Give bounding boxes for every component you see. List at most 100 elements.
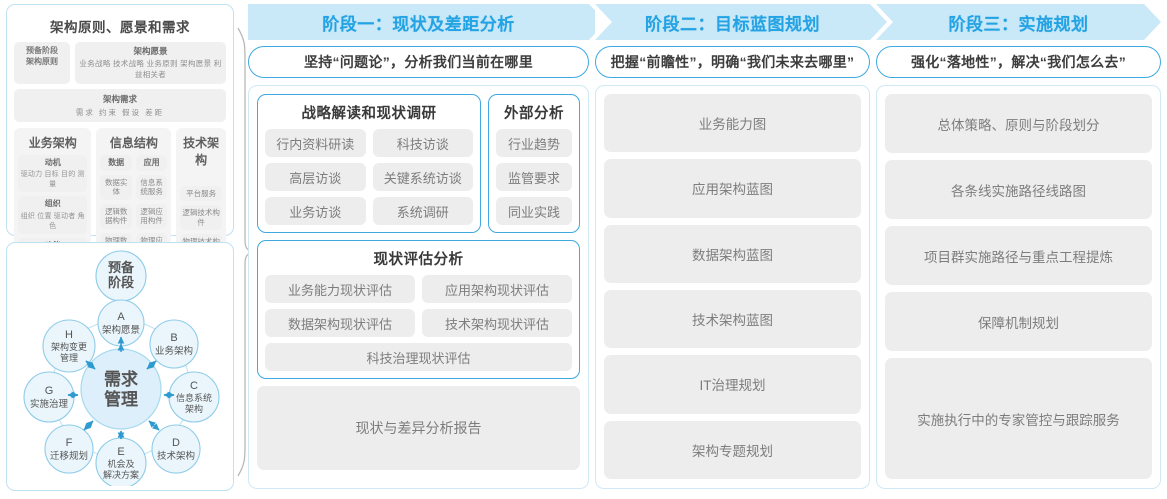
chip-system-survey[interactable]: 系统调研 <box>372 197 473 225</box>
adm-node-H-label2: 管理 <box>60 352 78 363</box>
adm-node-C-key: C <box>190 380 198 392</box>
phase-2-header: 阶段二：目标蓝图规划 <box>595 4 887 40</box>
strategy-research-group[interactable]: 战略解读和现状调研 行内资料研读 科技访谈 高层访谈 关键系统访谈 业务访谈 系 <box>257 94 481 233</box>
adm-node-A-key: A <box>117 311 125 323</box>
adm-node-A-label: 架构愿景 <box>102 324 140 336</box>
adm-node-B-key: B <box>170 332 177 344</box>
adm-node-E-label2: 解决方案 <box>103 469 139 480</box>
phase-3-column: 阶段三：实施规划 强化“落地性”，解决“我们怎么去” 总体策略、原则与阶段划分 … <box>876 4 1161 489</box>
adm-center-line1: 需求 <box>104 369 138 389</box>
organization-box: 组织 组织 位置 驱动者 角色 <box>18 196 88 234</box>
chip-executive-interview[interactable]: 高层访谈 <box>265 163 366 191</box>
phase-3-header-label: 阶段三：实施规划 <box>948 14 1089 34</box>
phase-2-column: 阶段二：目标蓝图规划 把握“前瞻性”，明确“我们未来去哪里” 业务能力图 应用架… <box>595 4 887 489</box>
phase-2-body: 业务能力图 应用架构蓝图 数据架构蓝图 技术架构蓝图 IT治理规划 架构专题规划 <box>595 85 870 489</box>
chip-internal-document-review[interactable]: 行内资料研读 <box>265 129 366 157</box>
current-state-assessment-group[interactable]: 现状评估分析 业务能力现状评估 应用架构现状评估 数据架构现状评估 技术架构现状… <box>257 240 580 379</box>
chip-overall-strategy-principles-phasing[interactable]: 总体策略、原则与阶段划分 <box>885 94 1152 154</box>
architecture-requirements-items: 需求 约束 假设 差距 <box>75 108 165 118</box>
chip-application-architecture-assessment[interactable]: 应用架构现状评估 <box>422 275 572 303</box>
motivation-detail: 驱动力 目标 目的 测量 <box>20 171 85 189</box>
chip-data-architecture-blueprint[interactable]: 数据架构蓝图 <box>604 224 861 283</box>
togaf-content-framework-panel: 架构原则、愿景和需求 预备阶段 架构原则 架构愿景 业务战略 技术战略 业务原则… <box>6 4 234 316</box>
chip-business-capability-map[interactable]: 业务能力图 <box>604 94 861 153</box>
adm-prep-line1: 预备 <box>108 260 135 275</box>
chip-assurance-mechanism-plan[interactable]: 保障机制规划 <box>885 292 1152 352</box>
architecture-requirements-box: 架构需求 需求 约束 假设 差距 <box>14 89 226 123</box>
phase-1-subtitle: 坚持“问题论”，分析我们当前在哪里 <box>248 46 589 78</box>
chip-line-implementation-roadmap[interactable]: 各条线实施路径线路图 <box>885 160 1152 220</box>
logical-application-component-label: 逻辑应用构件 <box>135 203 168 229</box>
adm-node-D-label: 技术架构 <box>157 450 195 462</box>
prep-phase-line1: 预备阶段 <box>26 46 58 55</box>
organization-detail: 组织 位置 驱动者 角色 <box>20 212 85 230</box>
platform-service-label: 平台服务 <box>180 186 222 202</box>
chip-technology-interview[interactable]: 科技访谈 <box>372 129 473 157</box>
chip-program-implementation-path[interactable]: 项目群实施路径与重点工程提炼 <box>885 226 1152 286</box>
chip-expert-oversight-tracking-service[interactable]: 实施执行中的专家管控与跟踪服务 <box>885 358 1152 480</box>
external-analysis-group[interactable]: 外部分析 行业趋势 监管要求 同业实践 <box>488 94 580 233</box>
logical-data-component-label: 逻辑数据构件 <box>100 203 132 229</box>
phase-2-header-label: 阶段二：目标蓝图规划 <box>645 14 820 34</box>
togaf-principles-row: 预备阶段 架构原则 架构愿景 业务战略 技术战略 业务原则 架构愿景 利益相关者 <box>14 42 226 85</box>
adm-center-line2: 管理 <box>104 389 138 409</box>
chip-key-system-interview[interactable]: 关键系统访谈 <box>372 163 473 191</box>
phase-1-header: 阶段一：现状及差距分析 <box>248 4 606 40</box>
chip-data-architecture-assessment[interactable]: 数据架构现状评估 <box>265 309 415 337</box>
architecture-vision-box: 架构愿景 业务战略 技术战略 业务原则 架构愿景 利益相关者 <box>75 42 226 85</box>
technology-architecture-title: 技术架构 <box>183 136 220 168</box>
adm-node-F-key: F <box>66 437 73 449</box>
data-label: 数据 <box>100 155 132 172</box>
phase-2-subtitle: 把握“前瞻性”，明确“我们未来去哪里” <box>595 46 870 78</box>
architecture-requirements-title: 架构需求 <box>102 94 137 105</box>
chip-regulatory-requirement[interactable]: 监管要求 <box>496 163 572 191</box>
current-state-assessment-title: 现状评估分析 <box>373 252 464 268</box>
architecture-vision-title: 架构愿景 <box>133 46 168 56</box>
adm-node-C-label1: 信息系统 <box>176 392 212 403</box>
application-label: 应用 <box>135 155 168 172</box>
chip-business-capability-assessment[interactable]: 业务能力现状评估 <box>265 275 415 303</box>
architecture-vision-items: 业务战略 技术战略 业务原则 架构愿景 利益相关者 <box>79 59 222 80</box>
phase-1-body: 战略解读和现状调研 行内资料研读 科技访谈 高层访谈 关键系统访谈 业务访谈 系 <box>248 85 589 489</box>
business-architecture-title: 业务架构 <box>28 136 77 151</box>
phase-3-subtitle: 强化“落地性”，解决“我们怎么去” <box>876 46 1161 78</box>
chip-architecture-topic-plan[interactable]: 架构专题规划 <box>604 420 861 479</box>
adm-cycle-panel: 预备 阶段 需求 管理 A 架构愿景 B 业务架构 <box>6 242 234 491</box>
prep-phase-line2: 架构原则 <box>26 56 58 66</box>
chip-it-governance-plan[interactable]: IT治理规划 <box>604 355 861 414</box>
adm-node-D-key: D <box>172 437 180 449</box>
chip-technology-architecture-assessment[interactable]: 技术架构现状评估 <box>422 309 572 337</box>
togaf-title: 架构原则、愿景和需求 <box>50 20 190 35</box>
adm-node-E-label1: 机会及 <box>107 458 134 469</box>
phase-3-header: 阶段三：实施规划 <box>876 4 1161 40</box>
adm-node-G-label: 实施治理 <box>30 398 69 410</box>
strategy-research-title: 战略解读和现状调研 <box>301 106 437 122</box>
information-system-service-label: 信息系统服务 <box>135 175 168 200</box>
phase-1-top-row: 战略解读和现状调研 行内资料研读 科技访谈 高层访谈 关键系统访谈 业务访谈 系 <box>257 94 580 233</box>
chip-business-interview[interactable]: 业务访谈 <box>265 197 366 225</box>
chip-application-architecture-blueprint[interactable]: 应用架构蓝图 <box>604 159 861 218</box>
chip-peer-practice[interactable]: 同业实践 <box>496 197 572 225</box>
chip-industry-trend[interactable]: 行业趋势 <box>496 129 572 157</box>
phase-1-column: 阶段一：现状及差距分析 坚持“问题论”，分析我们当前在哪里 战略解读和现状调研 … <box>248 4 606 489</box>
organization-title: 组织 <box>44 199 61 209</box>
adm-prep-line2: 阶段 <box>108 275 134 290</box>
data-subcolumn: 数据 数据实体 逻辑数据构件 物理数据构件 <box>100 155 132 258</box>
adm-node-E-key: E <box>117 446 124 458</box>
phase-3-body: 总体策略、原则与阶段划分 各条线实施路径线路图 项目群实施路径与重点工程提炼 保… <box>876 85 1161 489</box>
adm-node-H-label1: 架构变更 <box>51 341 87 352</box>
motivation-title: 动机 <box>44 158 61 168</box>
chip-gap-analysis-report[interactable]: 现状与差异分析报告 <box>257 386 580 470</box>
adm-node-G-key: G <box>45 385 54 397</box>
motivation-box: 动机 驱动力 目标 目的 测量 <box>18 155 88 193</box>
adm-node-C-label2: 架构 <box>185 403 203 414</box>
information-structure-title: 信息结构 <box>109 136 158 151</box>
adm-node-H-key: H <box>65 329 73 341</box>
external-analysis-title: 外部分析 <box>504 106 564 122</box>
chip-technology-architecture-blueprint[interactable]: 技术架构蓝图 <box>604 289 861 349</box>
prep-phase-box: 预备阶段 架构原则 <box>14 42 70 85</box>
chip-it-governance-assessment[interactable]: 科技治理现状评估 <box>265 343 572 371</box>
left-column: 架构原则、愿景和需求 预备阶段 架构原则 架构愿景 业务战略 技术战略 业务原则… <box>6 4 256 495</box>
phase-1-header-label: 阶段一：现状及差距分析 <box>322 14 515 34</box>
